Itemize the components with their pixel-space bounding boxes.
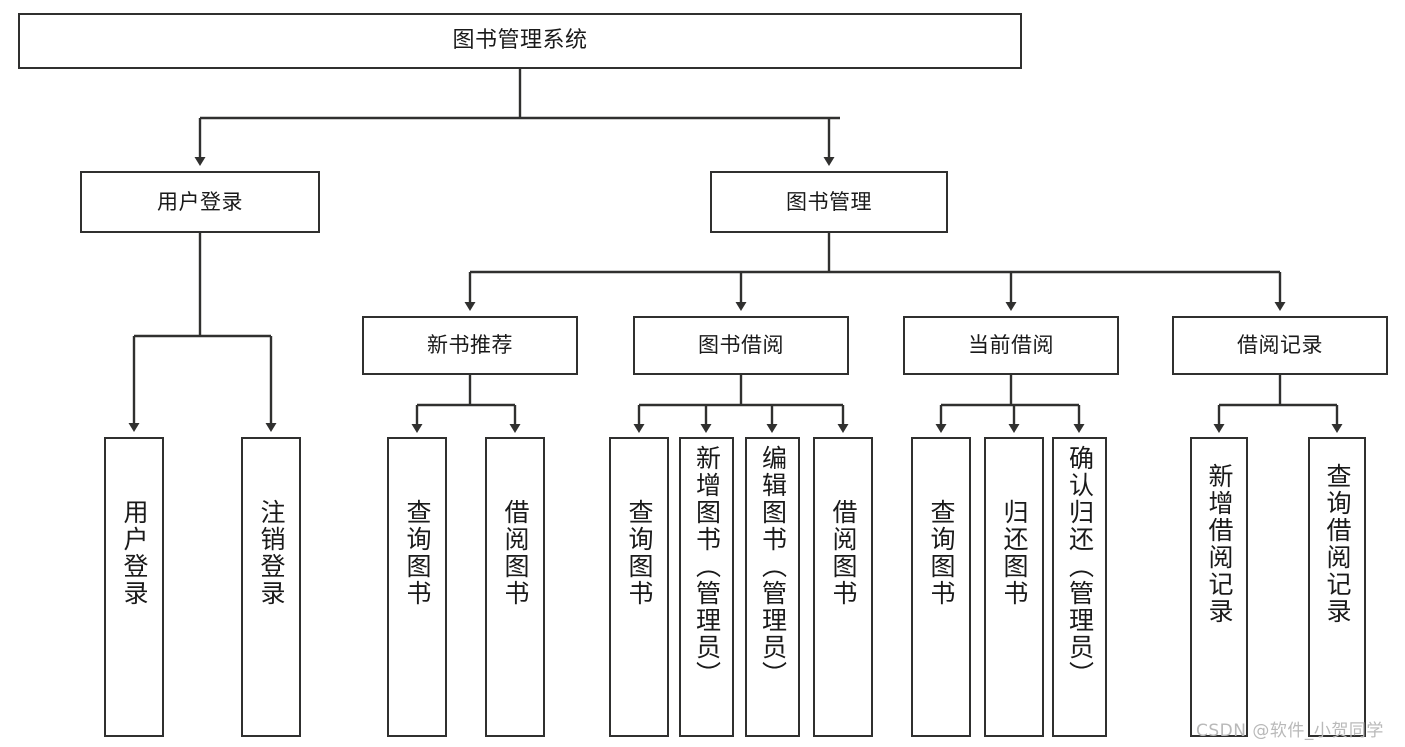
node-leaf-query-book-2-label: 查询图书	[625, 499, 654, 607]
node-leaf-user-login-label: 用户登录	[120, 499, 149, 607]
node-new-book-recommend-label: 新书推荐	[427, 333, 513, 357]
node-leaf-query-book-3[interactable]: 查询图书	[911, 437, 971, 737]
csdn-watermark: CSDN @软件_小贺同学	[1196, 716, 1384, 741]
node-leaf-borrow-book-2[interactable]: 借阅图书	[813, 437, 873, 737]
node-leaf-query-book-1[interactable]: 查询图书	[387, 437, 447, 737]
node-current-borrow[interactable]: 当前借阅	[903, 316, 1119, 375]
node-new-book-recommend[interactable]: 新书推荐	[362, 316, 578, 375]
node-leaf-user-login[interactable]: 用户登录	[104, 437, 164, 737]
node-book-manage[interactable]: 图书管理	[710, 171, 948, 233]
node-root[interactable]: 图书管理系统	[18, 13, 1022, 69]
node-leaf-return-book-label: 归还图书	[1000, 499, 1029, 607]
node-leaf-borrow-book-1[interactable]: 借阅图书	[485, 437, 545, 737]
node-leaf-add-record-label: 新增借阅记录	[1205, 463, 1234, 625]
node-user-login-label: 用户登录	[157, 189, 243, 214]
node-root-label: 图书管理系统	[452, 28, 588, 53]
node-leaf-return-book[interactable]: 归还图书	[984, 437, 1044, 737]
node-user-login[interactable]: 用户登录	[80, 171, 320, 233]
node-leaf-add-book-label: 新增图书（管理员）	[692, 445, 722, 688]
node-leaf-query-book-2[interactable]: 查询图书	[609, 437, 669, 737]
node-leaf-confirm-return[interactable]: 确认归还（管理员）	[1052, 437, 1107, 737]
node-leaf-query-book-3-label: 查询图书	[927, 499, 956, 607]
node-leaf-query-book-1-label: 查询图书	[403, 499, 432, 607]
node-leaf-add-book[interactable]: 新增图书（管理员）	[679, 437, 734, 737]
node-leaf-logout[interactable]: 注销登录	[241, 437, 301, 737]
node-leaf-confirm-return-label: 确认归还（管理员）	[1065, 445, 1095, 688]
node-leaf-query-record-label: 查询借阅记录	[1323, 463, 1352, 625]
node-leaf-edit-book-label: 编辑图书（管理员）	[758, 445, 788, 688]
node-book-borrow-label: 图书借阅	[698, 333, 784, 357]
node-leaf-edit-book[interactable]: 编辑图书（管理员）	[745, 437, 800, 737]
node-book-manage-label: 图书管理	[786, 189, 872, 214]
node-leaf-logout-label: 注销登录	[257, 499, 286, 607]
node-leaf-query-record[interactable]: 查询借阅记录	[1308, 437, 1366, 737]
node-leaf-add-record[interactable]: 新增借阅记录	[1190, 437, 1248, 737]
node-leaf-borrow-book-2-label: 借阅图书	[829, 499, 858, 607]
node-current-borrow-label: 当前借阅	[968, 333, 1054, 357]
node-leaf-borrow-book-1-label: 借阅图书	[501, 499, 530, 607]
node-borrow-record[interactable]: 借阅记录	[1172, 316, 1388, 375]
node-book-borrow[interactable]: 图书借阅	[633, 316, 849, 375]
node-borrow-record-label: 借阅记录	[1237, 333, 1323, 357]
csdn-watermark-text: CSDN @软件_小贺同学	[1196, 721, 1384, 741]
